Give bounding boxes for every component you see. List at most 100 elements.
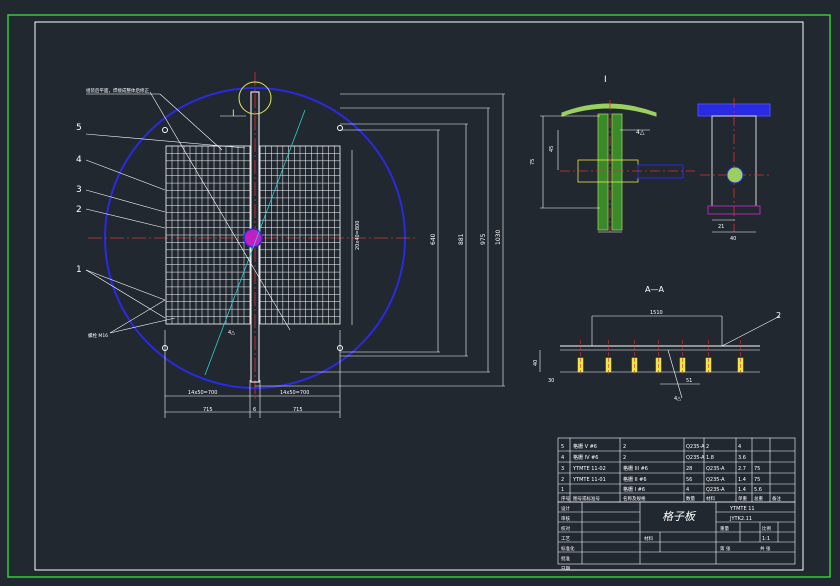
title-block-label: 共 张	[760, 545, 771, 552]
bolt-note: 螺栓 M16	[88, 332, 108, 339]
dim-b-mid: 6	[253, 407, 256, 413]
parts-table-cell: 格栅 III #6	[623, 465, 648, 472]
parts-table-cell: 格栅 IV #6	[573, 454, 598, 461]
detail-view-I: I 75 45 4△ 21	[530, 75, 771, 242]
sec-weld: 4△	[674, 396, 681, 402]
parts-table-cell: YTMTE 11-01	[572, 477, 606, 483]
parts-table-cell: 56	[686, 477, 692, 483]
title-block-row: 审核	[561, 515, 570, 522]
parts-table-header: 材料	[706, 495, 715, 502]
title-block-label: 比例	[762, 525, 771, 532]
parts-table-header: 单重	[738, 495, 747, 502]
sec-dim-a: 51	[686, 378, 692, 384]
dim-bottom-right: 14x50=700	[280, 390, 309, 396]
parts-table-cell: 3	[561, 466, 564, 472]
parts-table-cell: 1.8	[706, 455, 714, 461]
parts-table-header: 图号或标准号	[573, 495, 600, 502]
inner-frame	[34, 21, 804, 571]
leader-4: 4	[76, 155, 82, 165]
right-dimensions	[255, 93, 505, 387]
parts-table-cell: 4	[686, 487, 689, 493]
dim-d3: 881	[458, 233, 465, 245]
dim-d1: 1030	[495, 230, 502, 245]
title-block-row: 批准	[561, 555, 570, 562]
parts-table-header: 备注	[772, 495, 781, 502]
parts-table-cell: 2.7	[738, 466, 746, 472]
detail-title: I	[604, 75, 607, 85]
parts-table-cell: 4	[738, 444, 741, 450]
leader-2: 2	[76, 205, 82, 215]
det-dim-w: 40	[730, 236, 736, 242]
section-ribs	[577, 340, 744, 376]
section-A-A: A—A 1510 40 51 30 2 4△	[533, 285, 781, 402]
parts-table-cell: 1	[561, 487, 564, 493]
parts-table-cell: 2	[561, 477, 564, 483]
title-block-label: 重量	[720, 525, 729, 532]
parts-table-cell: 1.4	[738, 487, 746, 493]
det-dim-w2: 21	[718, 224, 724, 230]
parts-table-cell: 格栅 I #6	[623, 486, 645, 493]
parts-table-cell: Q235-A	[706, 477, 725, 483]
sec-dim-h: 40	[533, 360, 539, 366]
dim-d2: 975	[480, 233, 487, 245]
part-code: JYTK2.11	[729, 516, 752, 522]
dim-d4: 640	[430, 233, 437, 245]
main-plan-view: I 640 881 975 103	[76, 72, 505, 418]
drawing-no: YTMTE 11	[729, 506, 755, 512]
parts-table-cell: 2	[706, 444, 709, 450]
weld-note-main: 4△	[228, 330, 235, 336]
sec-dim-w: 1510	[650, 310, 663, 316]
dim-b-left: 715	[203, 407, 213, 413]
det-weld: 4△	[636, 129, 645, 136]
parts-table-header: 序号	[561, 495, 570, 502]
dim-b-right: 715	[293, 407, 303, 413]
leader-3: 3	[76, 185, 82, 195]
title-block-row: 标准化	[561, 545, 575, 552]
parts-table-cell: 2	[623, 455, 626, 461]
section-title: A—A	[645, 285, 664, 294]
note-top: 组装后平面，焊接成整体后修正	[86, 87, 149, 94]
parts-table-cell: Q235-A	[706, 466, 725, 472]
title-block-row: 校对	[561, 525, 570, 532]
parts-table-cell: 75	[754, 477, 760, 483]
title-block-label: 材料	[644, 535, 653, 542]
parts-table-cell: 5.6	[754, 487, 762, 493]
title-block-row: 工艺	[561, 536, 570, 542]
bottom-dimensions	[164, 330, 341, 418]
parts-table-cell: 1.4	[738, 477, 746, 483]
detail-circle	[238, 81, 272, 115]
parts-table-cell: 格栅 V #6	[573, 443, 597, 450]
leader-1: 1	[76, 265, 82, 275]
parts-table-cell: YTMTE 11-02	[572, 466, 606, 472]
sec-leader-2: 2	[776, 311, 781, 320]
title-block	[557, 437, 796, 565]
parts-table-cell: 格栅 II #6	[623, 476, 647, 483]
grid-panel-left	[165, 145, 251, 325]
parts-table-cell: 28	[686, 466, 692, 472]
detail-marker: I	[232, 109, 235, 119]
title-block-row: 日期	[561, 566, 570, 572]
parts-table-cell: 5	[561, 444, 564, 450]
det-dim-h2: 45	[549, 146, 555, 152]
parts-table-cell: 4	[561, 455, 564, 461]
sec-dim-b: 30	[548, 378, 554, 384]
dim-bottom-left: 14x50=700	[188, 390, 217, 396]
title-block-label: 第 张	[720, 545, 731, 552]
parts-table-cell: Q235-A	[686, 455, 705, 461]
scale-value: 1:1	[762, 536, 770, 542]
part-title: 格子板	[662, 510, 697, 523]
det-dim-h1: 75	[530, 159, 536, 165]
parts-table-header: 总重	[754, 495, 763, 502]
parts-table-cell: Q235-A	[686, 444, 705, 450]
parts-table-cell: Q235-A	[706, 487, 725, 493]
parts-table-cell: 75	[754, 466, 760, 472]
leader-lines	[85, 93, 246, 334]
parts-table-header: 数量	[686, 495, 695, 502]
dim-grid-vert: 20x40=800	[355, 221, 361, 250]
parts-table-header: 名称及规格	[623, 495, 646, 502]
title-block-row: 设计	[561, 505, 570, 512]
parts-table-cell: 3.6	[738, 455, 746, 461]
leader-5: 5	[76, 123, 82, 133]
